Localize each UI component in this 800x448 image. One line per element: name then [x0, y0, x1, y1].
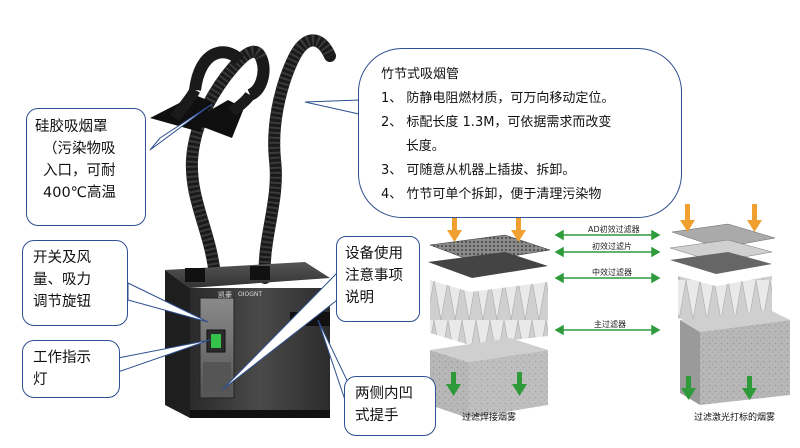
switch-callout-line-2: 量、吸力 — [33, 272, 91, 288]
bamboo-pipes — [150, 34, 336, 284]
layer-link-arrows — [554, 229, 661, 336]
hood-callout-line-3: 入口，可耐 — [43, 163, 116, 179]
handle-callout: 两侧内凹 式提手 — [344, 376, 436, 436]
right-output-label: 过滤激光打标的烟雾 — [694, 413, 776, 423]
hood-callout-line-1: 硅胶吸烟罩 — [35, 119, 108, 135]
pipe-feature-2-cont: 长度。 — [381, 139, 445, 154]
clean-air-outflow-arrows — [446, 372, 757, 400]
pipe-feature-3: 3、 可随意从机器上插拔、拆卸。 — [381, 163, 576, 178]
left-pleat-block — [430, 280, 548, 345]
smoke-inflow-arrows — [447, 204, 762, 242]
filter-diagram — [428, 204, 790, 418]
indicator-callout: 工作指示 灯 — [22, 340, 120, 398]
model-badge: OIOGNT — [238, 291, 263, 298]
layer-label-ad-prefilter: AD初效过滤器 — [588, 225, 640, 234]
manual-callout-line-2: 注意事项 — [345, 268, 403, 284]
left-main-filter-block — [430, 338, 548, 418]
layer-label-medium-filter: 中效过滤器 — [592, 268, 632, 277]
pipe-callout: 竹节式吸烟管 1、 防静电阻燃材质，可万向移动定位。 2、 标配长度 1.3M，… — [358, 48, 682, 218]
switch-callout-line-3: 调节旋钮 — [33, 294, 91, 310]
power-indicator-light — [211, 334, 221, 348]
right-main-filter-block — [680, 310, 790, 405]
layer-label-main-filter: 主过滤器 — [594, 320, 626, 329]
manual-callout: 设备使用 注意事项 说明 — [336, 236, 420, 322]
right-top-filter-plate — [671, 223, 776, 249]
pipe-feature-1: 1、 防静电阻燃材质，可万向移动定位。 — [381, 91, 615, 106]
fume-extractor-unit — [165, 262, 330, 418]
hood-callout: 硅胶吸烟罩 （污染物吸 入口，可耐 400℃高温 — [26, 108, 146, 226]
handle-callout-line-1: 两侧内凹 — [355, 386, 413, 402]
brand-logo: 凯豪 — [218, 291, 232, 299]
layer-label-prefilter-sheet: 初效过滤片 — [592, 242, 632, 251]
left-mesh-layer — [429, 234, 551, 263]
pipe-feature-4: 4、 竹节可单个拆卸，便于清理污染物 — [381, 187, 602, 202]
handle-callout-line-2: 式提手 — [355, 408, 399, 424]
indicator-callout-line-2: 灯 — [33, 372, 48, 388]
manual-callout-line-3: 说明 — [345, 290, 374, 306]
hood-callout-line-2: （污染物吸 — [43, 141, 116, 157]
left-output-label: 过滤焊接烟雾 — [462, 413, 517, 423]
indicator-callout-line-1: 工作指示 — [33, 350, 91, 366]
switch-callout: 开关及风 量、吸力 调节旋钮 — [22, 240, 128, 326]
manual-callout-line-1: 设备使用 — [345, 246, 403, 262]
switch-callout-line-1: 开关及风 — [33, 250, 91, 266]
hood-callout-line-4: 400℃高温 — [43, 185, 116, 201]
right-pipe — [258, 34, 336, 284]
pipe-callout-title: 竹节式吸烟管 — [381, 67, 460, 82]
pipe-feature-2: 2、 标配长度 1.3M，可依据需求而改变 — [381, 115, 612, 130]
